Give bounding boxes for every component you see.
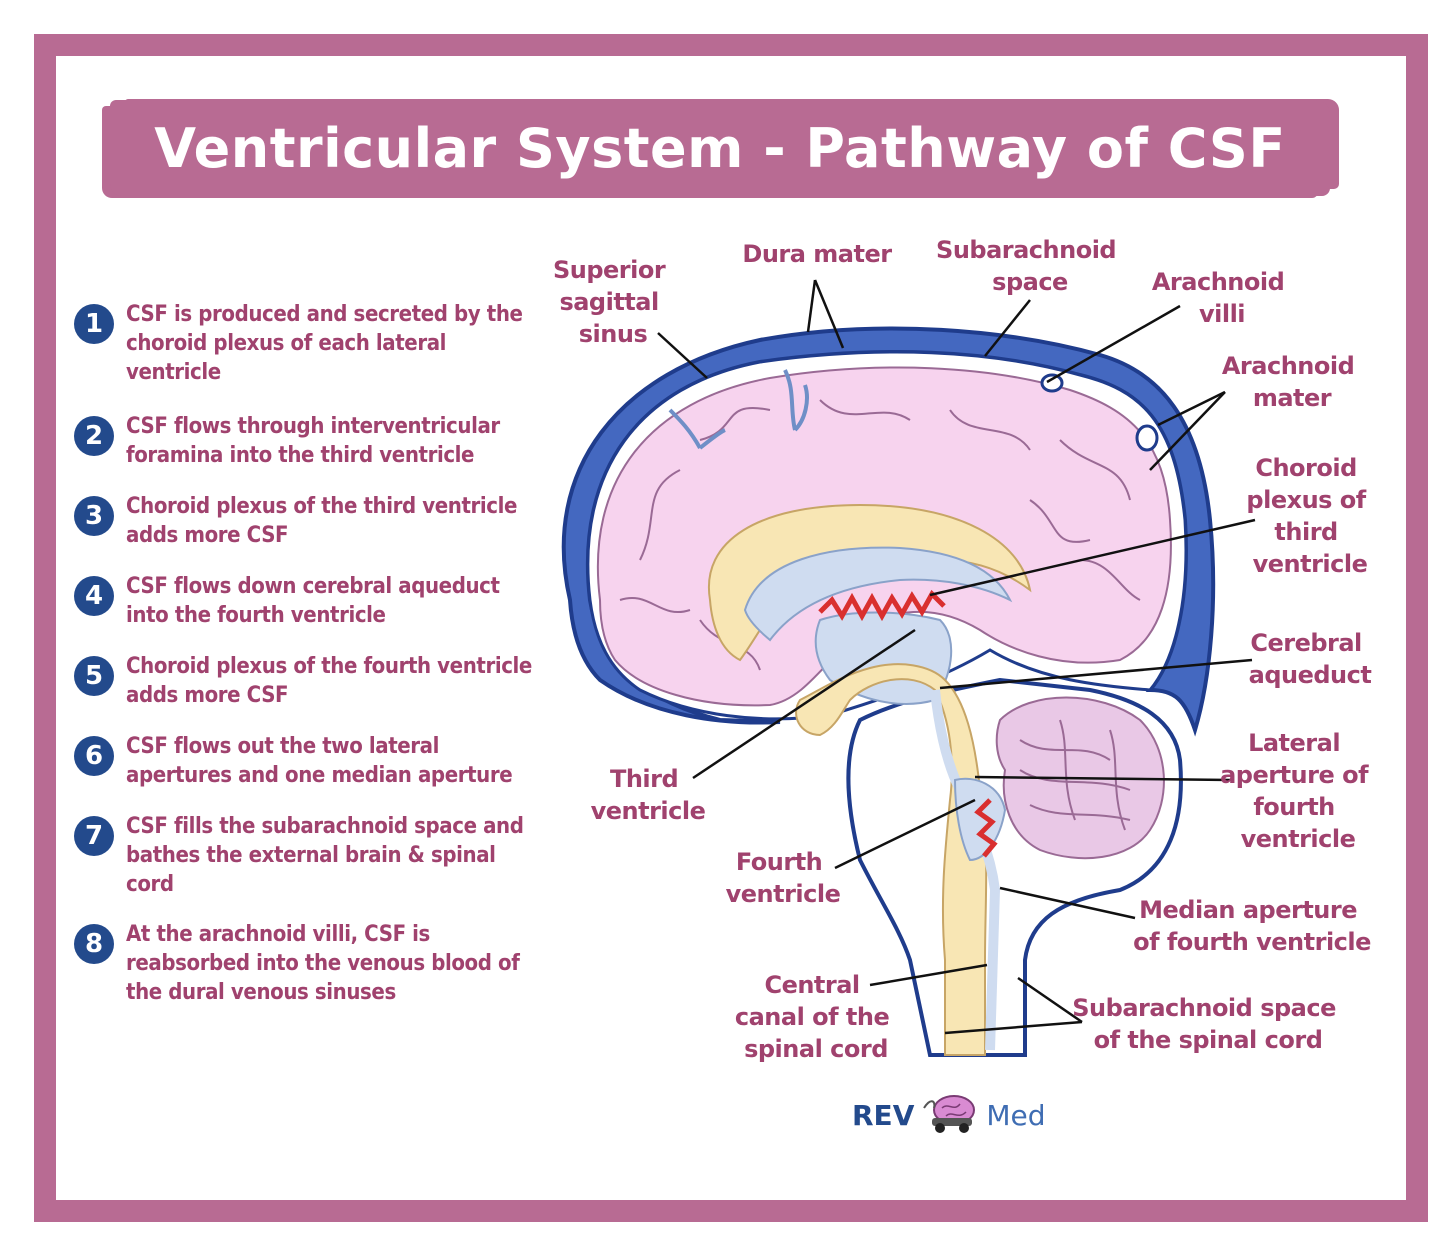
- label-subarachnoid-space: Subarachnoid space: [936, 236, 1124, 296]
- step-6: 6 CSF flows out the two lateral aperture…: [74, 732, 544, 790]
- step-4: 4 CSF flows down cerebral aqueduct into …: [74, 572, 544, 630]
- step-number-badge: 4: [74, 576, 114, 616]
- label-central-canal: Central canal of the spinal cord: [735, 971, 897, 1063]
- choroid-plexus-fourth: [974, 798, 998, 858]
- step-3: 3 Choroid plexus of the third ventricle …: [74, 492, 544, 550]
- label-cerebral-aqueduct: Cerebral aqueduct: [1249, 629, 1372, 689]
- arachnoid-villus: [1040, 373, 1064, 393]
- label-third-ventricle: Third ventricle: [591, 765, 706, 825]
- step-number-badge: 3: [74, 496, 114, 536]
- step-text: CSF flows down cerebral aqueduct into th…: [126, 574, 500, 628]
- lateral-ventricle: [743, 546, 1013, 642]
- logo-med-text: Med: [986, 1098, 1046, 1132]
- step-text: CSF flows through interventricular foram…: [126, 414, 500, 468]
- step-text: CSF fills the subarachnoid space and bat…: [126, 814, 524, 897]
- step-number-badge: 6: [74, 736, 114, 776]
- step-number-badge: 8: [74, 924, 114, 964]
- title-banner: [110, 100, 1330, 196]
- arachnoid-villus: [1135, 424, 1159, 452]
- step-text: CSF is produced and secreted by the chor…: [126, 302, 523, 385]
- step-8: 8 At the arachnoid villi, CSF is reabsor…: [74, 920, 544, 1007]
- step-text: CSF flows out the two lateral apertures …: [126, 734, 513, 788]
- logo-rev-text: REV: [852, 1098, 915, 1132]
- step-number-badge: 2: [74, 416, 114, 456]
- step-number-badge: 7: [74, 816, 114, 856]
- label-choroid-plexus-third: Choroid plexus of third ventricle: [1246, 454, 1373, 578]
- choroid-plexus-third: [818, 589, 946, 622]
- leader-lines: [657, 279, 1256, 1035]
- label-lateral-aperture: Lateral aperture of fourth ventricle: [1220, 729, 1376, 853]
- cerebral-veins: [668, 369, 809, 450]
- label-arachnoid-mater: Arachnoid mater: [1222, 352, 1362, 412]
- cerebellum-folia: [1019, 719, 1131, 831]
- label-dura-mater: Dura mater: [742, 240, 892, 268]
- step-text: Choroid plexus of the fourth ventricle a…: [126, 654, 532, 708]
- label-arachnoid-villi: Arachnoid villi: [1152, 268, 1292, 328]
- label-subarachnoid-spinal: Subarachnoid space of the spinal cord: [1072, 994, 1343, 1054]
- revmed-logo: REV Med: [852, 1090, 1046, 1140]
- page-title: Ventricular System - Pathway of CSF flow: [154, 117, 1286, 266]
- step-number-badge: 1: [74, 304, 114, 344]
- step-number-badge: 5: [74, 656, 114, 696]
- label-superior-sagittal-sinus: Superior sagittal sinus: [553, 256, 673, 348]
- brain-car-icon: [920, 1090, 982, 1140]
- step-text: Choroid plexus of the third ventricle ad…: [126, 494, 517, 548]
- step-5: 5 Choroid plexus of the fourth ventricle…: [74, 652, 544, 710]
- label-median-aperture: Median aperture of fourth ventricle: [1133, 896, 1371, 956]
- step-1: 1 CSF is produced and secreted by the ch…: [74, 300, 544, 387]
- label-fourth-ventricle: Fourth ventricle: [726, 848, 841, 908]
- step-text: At the arachnoid villi, CSF is reabsorbe…: [126, 922, 520, 1005]
- step-2: 2 CSF flows through interventricular for…: [74, 412, 544, 470]
- corpus-callosum: [707, 503, 1032, 662]
- step-7: 7 CSF fills the subarachnoid space and b…: [74, 812, 544, 899]
